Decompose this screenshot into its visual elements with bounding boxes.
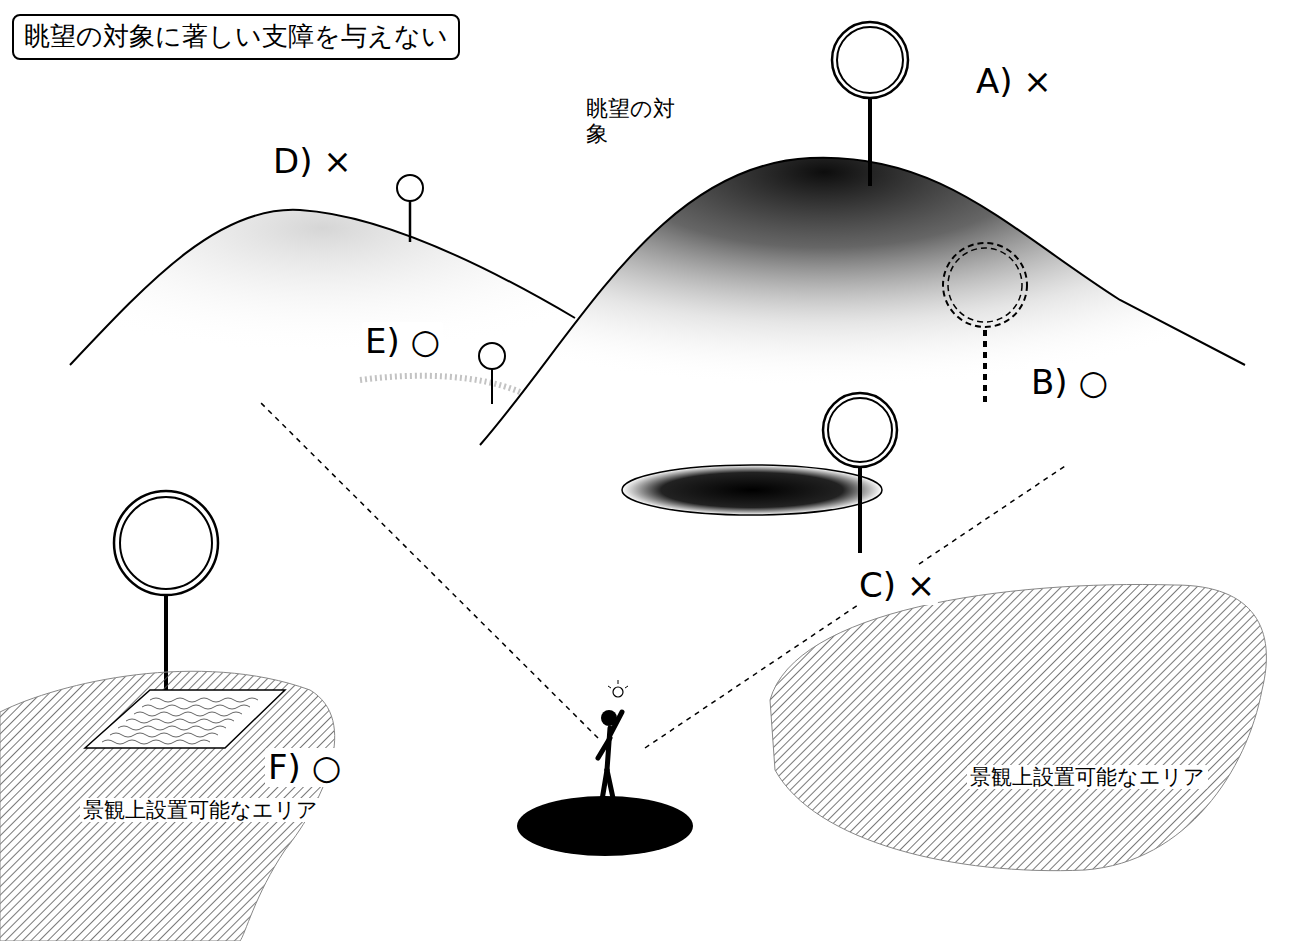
callout-mark: E) ○ [362,322,443,361]
hatched-area [0,640,420,941]
buildable-area: F) ○ 景観上設置可能なエリア [0,640,420,941]
callout-mark: A) × [973,62,1055,101]
title-box: 眺望の対象に著しい支障を与えない [12,14,460,60]
callout-mark: D) × [270,142,355,181]
callout-mark: B) ○ [1028,363,1111,402]
buildable-area: 景観上設置可能なエリア [755,570,1285,880]
hatched-area [755,570,1285,880]
view-target-label: 眺望の対象 [583,96,681,147]
callout-mark: C) × [856,566,938,605]
area-label: 景観上設置可能なエリア [80,798,321,822]
area-label: 景観上設置可能なエリア [967,765,1208,789]
callout-mark: F) ○ [265,748,344,787]
